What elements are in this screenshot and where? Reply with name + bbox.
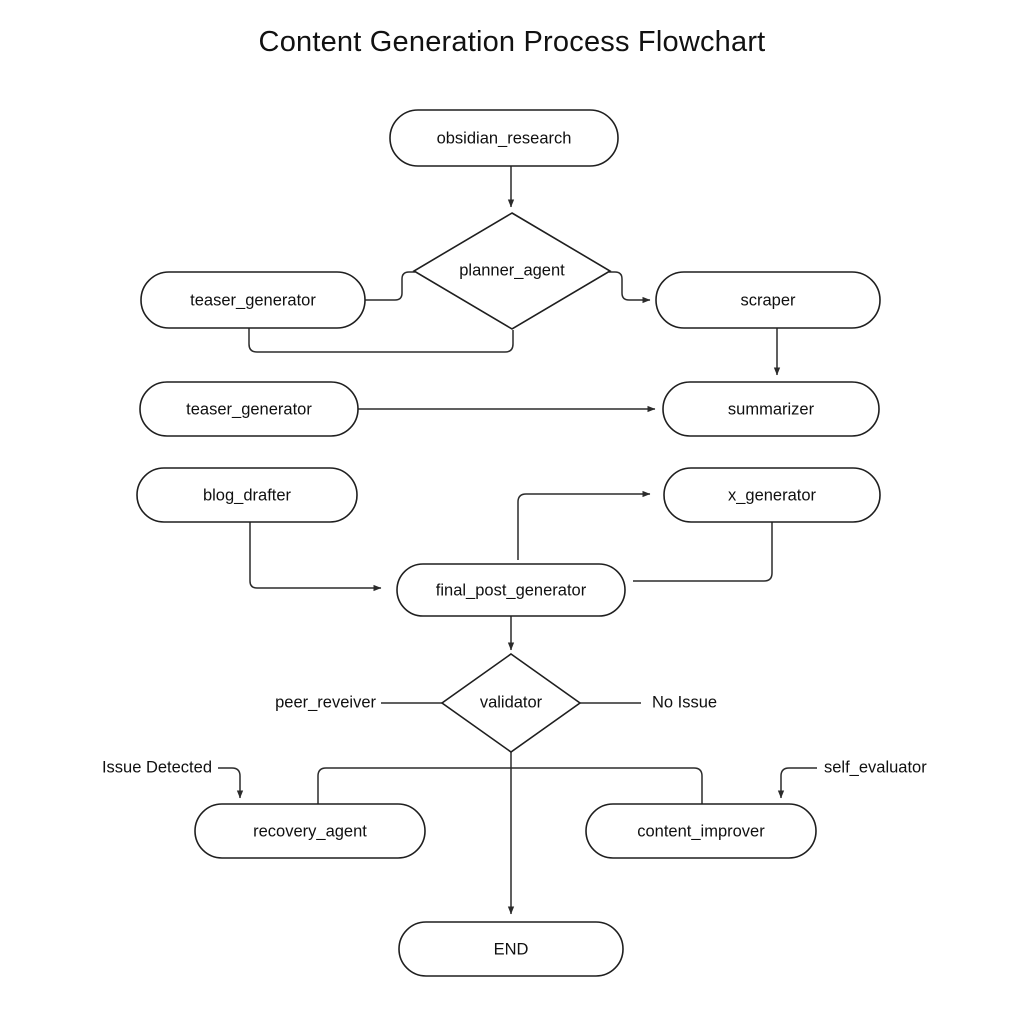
edge-x-generator-to-final-post-generator (633, 522, 773, 582)
node-label-x-generator: x_generator (728, 486, 817, 504)
node-end[interactable]: END (398, 921, 624, 977)
node-teaser-generator-1[interactable]: teaser_generator (140, 271, 366, 329)
node-label-teaser-generator-2: teaser_generator (186, 400, 312, 418)
node-obsidian-research[interactable]: obsidian_research (389, 109, 619, 167)
edge-teaser-generator-to-planner-agent-lower (248, 328, 514, 353)
edge-blog-drafter-to-final-post-generator (249, 522, 382, 592)
edge-issue-detected-to-recovery-agent (218, 767, 244, 799)
edge-final-post-generator-to-x-generator (517, 490, 651, 560)
node-x-generator[interactable]: x_generator (663, 467, 881, 523)
node-scraper[interactable]: scraper (655, 271, 881, 329)
node-label-content-improver: content_improver (637, 822, 765, 840)
node-content-improver[interactable]: content_improver (585, 803, 817, 859)
edge-validator-to-content-improver (511, 767, 703, 804)
node-label-blog-drafter: blog_drafter (203, 486, 292, 504)
node-teaser-generator-2[interactable]: teaser_generator (139, 381, 359, 437)
node-validator[interactable]: validator (440, 653, 582, 753)
node-label-planner-agent: planner_agent (459, 261, 565, 279)
node-label-validator: validator (480, 693, 543, 711)
edge-validator-to-recovery-agent (317, 767, 511, 804)
node-recovery-agent[interactable]: recovery_agent (194, 803, 426, 859)
node-layer: obsidian_research teaser_generator plann… (136, 109, 881, 977)
node-blog-drafter[interactable]: blog_drafter (136, 467, 358, 523)
edge-teaser-generator-to-planner-agent-upper (365, 271, 415, 301)
node-label-end: END (494, 940, 529, 958)
edge-layer (218, 166, 817, 915)
edge-label-layer: peer_reveiver No Issue Issue Detected se… (102, 693, 927, 776)
node-planner-agent[interactable]: planner_agent (412, 212, 612, 330)
edge-label-issue-detected: Issue Detected (102, 758, 212, 776)
edge-label-self-evaluator: self_evaluator (824, 758, 927, 776)
page-title: Content Generation Process Flowchart (258, 26, 766, 58)
node-summarizer[interactable]: summarizer (662, 381, 880, 437)
edge-label-no-issue: No Issue (652, 693, 717, 711)
node-label-summarizer: summarizer (728, 400, 815, 418)
edge-planner-agent-to-scraper (609, 271, 651, 304)
edge-self-evaluator-to-content-improver (777, 767, 817, 799)
node-label-obsidian-research: obsidian_research (437, 129, 572, 147)
node-label-recovery-agent: recovery_agent (253, 822, 367, 840)
node-label-final-post-generator: final_post_generator (436, 581, 587, 599)
node-final-post-generator[interactable]: final_post_generator (396, 563, 626, 617)
node-label-teaser-generator-1: teaser_generator (190, 291, 316, 309)
edge-label-peer-reveiver: peer_reveiver (275, 693, 376, 711)
node-label-scraper: scraper (740, 291, 796, 309)
